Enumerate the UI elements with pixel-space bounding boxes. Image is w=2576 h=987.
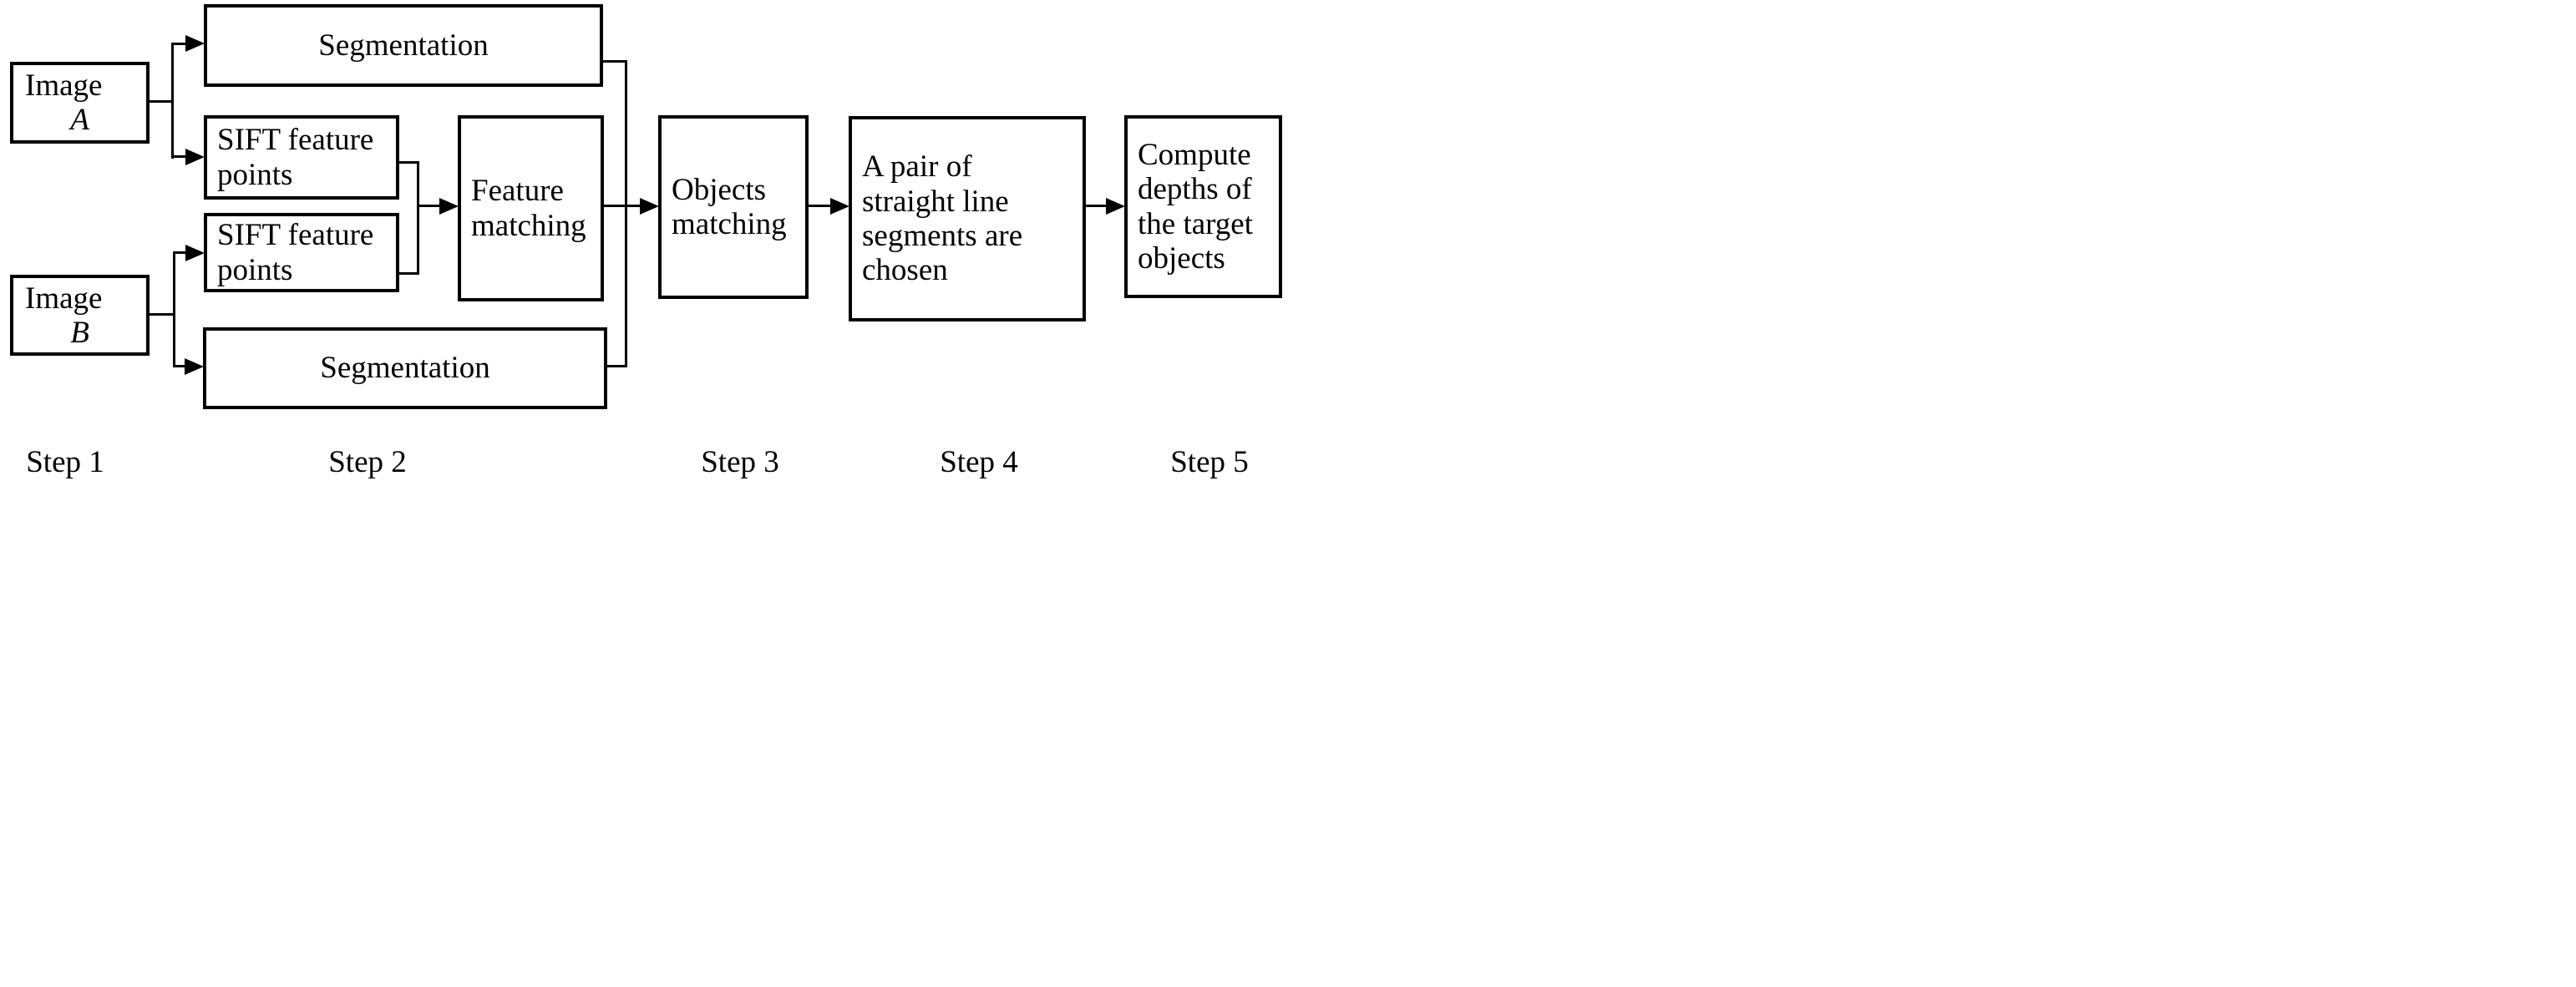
arrowhead-into-feature-matching: [439, 198, 459, 215]
connector-bracket-to-feature-matching: [418, 205, 441, 207]
pair-chosen-line-4: chosen: [862, 253, 948, 288]
connector-sift-bracket-vertical: [417, 161, 419, 275]
sift-points-a-box: SIFT feature points: [204, 115, 399, 200]
arrowhead-into-compute-depths: [1106, 198, 1125, 215]
connector-feature-to-objects: [602, 205, 641, 207]
feature-matching-box: Feature matching: [458, 115, 604, 301]
image-b-label: Image: [25, 281, 103, 316]
feature-matching-line-2: matching: [471, 208, 586, 243]
connector-a-to-segmentation: [172, 43, 187, 45]
arrowhead-into-sift-b: [185, 245, 205, 261]
connector-a-to-sift: [172, 155, 187, 158]
step-label-3: Step 3: [701, 445, 779, 479]
flowchart-canvas: Image A Image B Segmentation SIFT featur…: [0, 0, 1288, 494]
connector-segmentation-top-out: [601, 60, 626, 63]
pair-chosen-line-1: A pair of: [862, 149, 972, 185]
compute-depths-line-1: Compute: [1138, 137, 1251, 172]
objects-matching-line-2: matching: [672, 207, 787, 241]
connector-sift-a-out: [398, 161, 419, 164]
arrowhead-into-sift-a: [185, 149, 205, 165]
sift-a-line-1: SIFT feature: [217, 123, 374, 158]
image-a-variant-label: A: [70, 103, 89, 138]
segmentation-top-label: Segmentation: [318, 28, 489, 63]
compute-depths-line-4: objects: [1138, 240, 1225, 276]
image-b-box: Image B: [10, 275, 150, 356]
step-label-2: Step 2: [328, 445, 407, 479]
connector-objects-to-pair: [807, 205, 831, 207]
arrowhead-into-segmentation-top: [185, 35, 205, 52]
connector-pair-to-compute: [1084, 205, 1107, 207]
connector-image-a-out: [150, 100, 173, 103]
arrowhead-into-objects-matching: [640, 198, 659, 215]
step-label-1: Step 1: [26, 445, 104, 479]
feature-matching-line-1: Feature: [471, 174, 564, 209]
connector-sift-b-out: [398, 272, 419, 275]
connector-branch-b-vertical: [173, 251, 175, 367]
image-a-box: Image A: [10, 62, 150, 144]
segmentation-top-box: Segmentation: [204, 4, 603, 87]
objects-matching-box: Objects matching: [658, 115, 809, 299]
segmentation-bottom-box: Segmentation: [203, 327, 607, 409]
compute-depths-line-3: the target: [1138, 206, 1254, 241]
step-label-5: Step 5: [1170, 445, 1249, 479]
step-label-4: Step 4: [940, 445, 1018, 479]
sift-b-line-2: points: [217, 252, 293, 287]
sift-a-line-2: points: [217, 157, 293, 192]
segmentation-bottom-label: Segmentation: [320, 351, 490, 386]
connector-branch-a-vertical: [171, 43, 174, 159]
sift-points-b-box: SIFT feature points: [204, 213, 399, 292]
objects-matching-line-1: Objects: [672, 172, 767, 207]
connector-segmentation-bus-vertical: [625, 60, 627, 367]
connector-image-b-out: [150, 313, 175, 316]
image-b-variant-label: B: [70, 316, 89, 351]
pair-chosen-line-3: segments are: [862, 219, 1023, 253]
pair-chosen-line-2: straight line: [862, 184, 1009, 219]
arrowhead-into-pair-chosen: [830, 198, 849, 215]
image-a-label: Image: [25, 68, 103, 103]
connector-segmentation-bottom-out: [605, 365, 626, 367]
arrowhead-into-segmentation-bottom: [185, 358, 204, 375]
compute-depths-line-2: depths of: [1138, 172, 1252, 207]
connector-b-to-segmentation: [175, 365, 186, 367]
sift-b-line-1: SIFT feature: [217, 218, 374, 253]
pair-chosen-box: A pair of straight line segments are cho…: [849, 116, 1086, 321]
compute-depths-box: Compute depths of the target objects: [1124, 115, 1282, 298]
connector-b-to-sift: [175, 251, 187, 254]
